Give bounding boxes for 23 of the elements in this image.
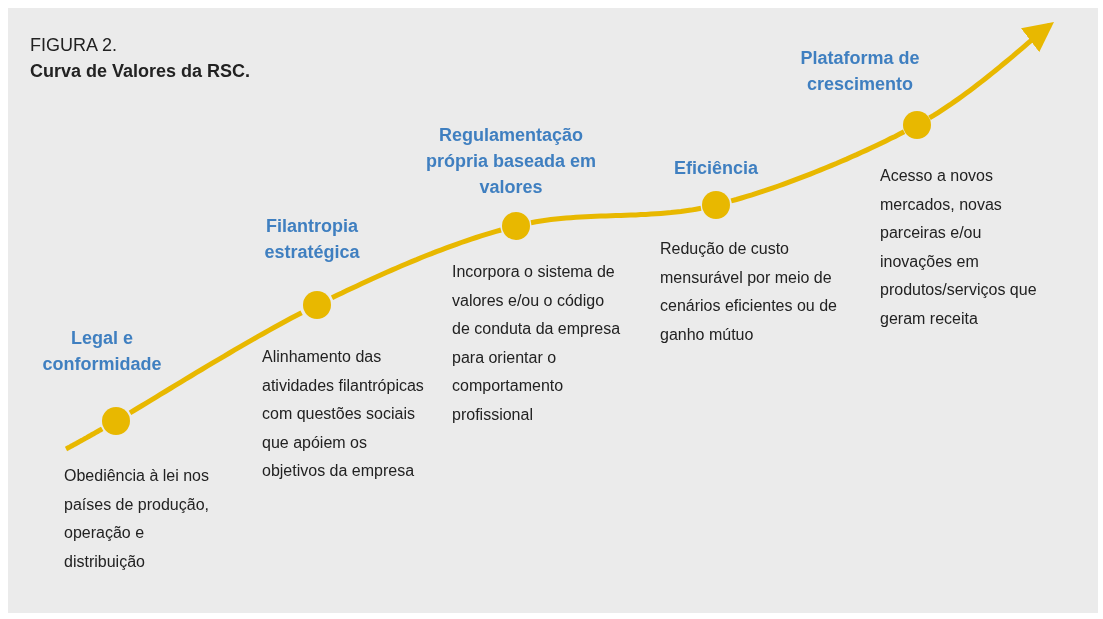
curve-segment: [128, 310, 303, 415]
stage-heading: Legal e conformidade: [41, 327, 163, 376]
milestone-dot: [502, 212, 530, 240]
stage-heading: Regulamentação própria baseada em valores: [424, 124, 598, 199]
stage-description: Obediência à lei nos países de produção, operação e distribuição: [64, 466, 210, 572]
curve-segment: [530, 205, 702, 226]
milestone-dot: [102, 407, 130, 435]
stage-heading: Filantropia estratégica: [263, 215, 361, 264]
stage-description: Redução de custo mensurável por meio de cenários eficientes ou de ganho mútuo: [660, 239, 838, 345]
milestone-dot: [303, 291, 331, 319]
curve-segment: [64, 426, 104, 452]
stage-description: Acesso a novos mercados, novas parceiras e/ou inovações em produtos/serviços que geram receita: [880, 166, 1038, 329]
stage-heading: Eficiência: [672, 157, 759, 180]
curve-segment: [330, 227, 502, 300]
stage-description: Alinhamento das atividades filantrópicas com questões sociais que apóiem os objetivos da empresa: [262, 347, 425, 481]
figure-number: FIGURA 2.: [30, 34, 119, 57]
milestone-dot: [702, 191, 730, 219]
stage-description: Incorpora o sistema de valores e/ou o código de conduta da empresa para orientar o comportamento profissional: [452, 262, 622, 425]
curve-segment: [730, 129, 906, 204]
milestone-dot: [903, 111, 931, 139]
figure-title: Curva de Valores da RSC.: [30, 60, 252, 83]
stage-heading: Plataforma de crescimento: [799, 47, 921, 96]
curve-arrow: [928, 21, 1054, 121]
